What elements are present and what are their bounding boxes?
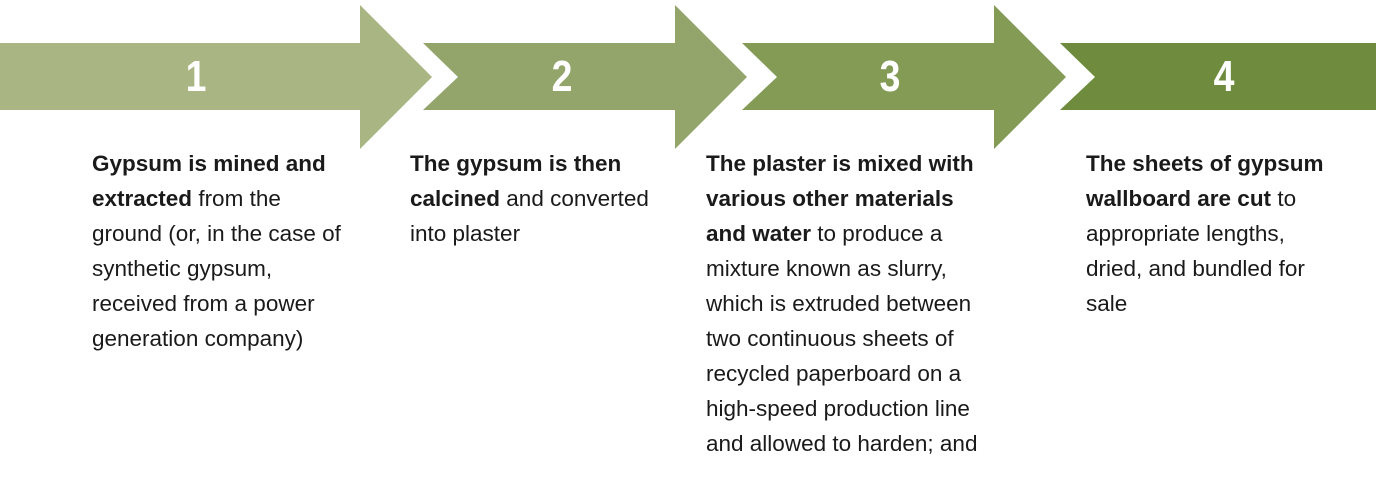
step-4-arrow	[1060, 43, 1376, 110]
step-1-description: Gypsum is mined and extracted from the g…	[92, 146, 342, 356]
step-2-bold: The gypsum is then calcined	[410, 151, 622, 211]
step-4-number: 4	[1213, 52, 1235, 101]
step-2-number: 2	[551, 52, 573, 101]
step-3-number: 3	[879, 52, 901, 101]
step-3-description: The plaster is mixed with various other …	[706, 146, 996, 461]
step-1-number: 1	[185, 52, 207, 101]
step-1-bold: Gypsum is mined and extracted	[92, 151, 326, 211]
process-arrows	[0, 5, 1376, 149]
step-4-description: The sheets of gypsum wallboard are cut t…	[1086, 146, 1326, 321]
step-2-description: The gypsum is then calcined and converte…	[410, 146, 650, 251]
step-3-bold: The plaster is mixed with various other …	[706, 151, 974, 246]
step-3-text: to produce a mixture known as slurry, wh…	[706, 221, 978, 456]
step-2-text: and converted into plaster	[410, 186, 649, 246]
step-1-arrow	[0, 5, 432, 149]
step-2-arrow	[423, 5, 747, 149]
step-3-arrow	[742, 5, 1066, 149]
step-1-text: from the ground (or, in the case of synt…	[92, 186, 341, 351]
step-4-bold: The sheets of gypsum wallboard are cut	[1086, 151, 1324, 211]
step-4-text: to appropriate lengths, dried, and bundl…	[1086, 186, 1305, 316]
